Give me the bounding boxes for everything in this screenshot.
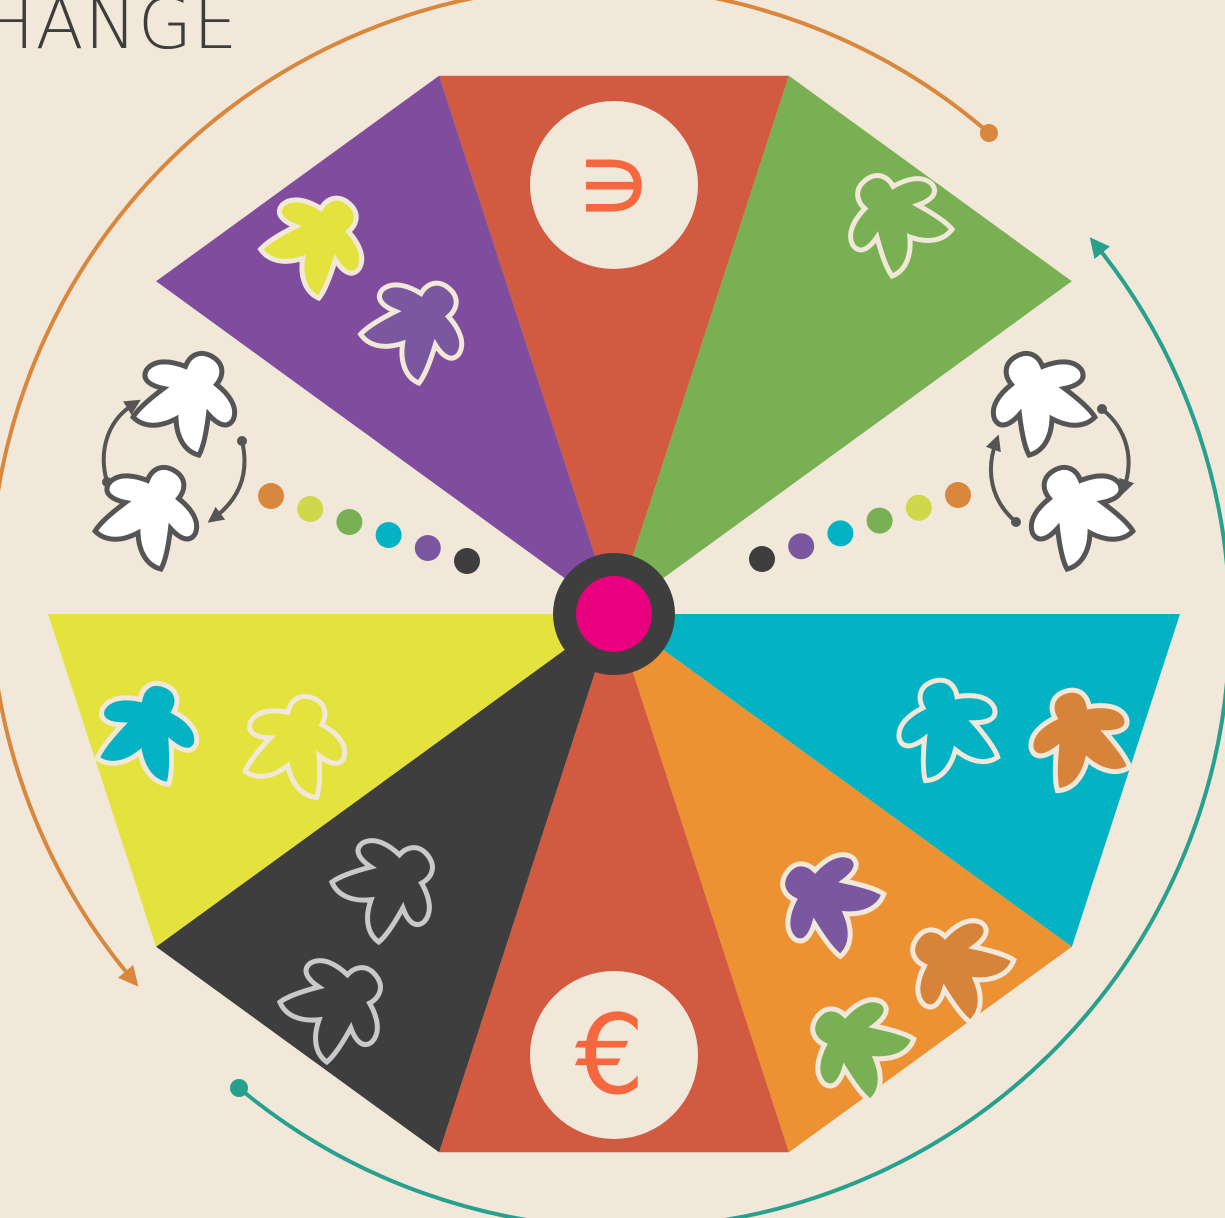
color-dot (866, 507, 893, 534)
exchange-arrow-start-dot (1011, 517, 1021, 527)
currency-badge-bottom (530, 971, 698, 1139)
color-dot (945, 482, 971, 508)
exchange-right (749, 331, 1144, 576)
exchange-arrow-start-dot (237, 436, 247, 446)
color-dot (336, 509, 363, 535)
currency-top: ∍ (530, 101, 698, 269)
color-dots-right (749, 482, 971, 572)
segment-yellow (48, 614, 614, 947)
color-dot (788, 533, 815, 560)
euro-icon: € (575, 991, 645, 1119)
color-dot (414, 535, 441, 561)
segment-top-currency (439, 75, 789, 614)
exchange-arrow-start-dot (1097, 404, 1107, 414)
color-dot (827, 520, 854, 547)
exchange-arrows-icon (1100, 407, 1135, 496)
teal-arrow-start-dot (230, 1079, 248, 1097)
color-dot (297, 496, 324, 522)
orange-arrow-start-dot (980, 124, 998, 142)
orange-cycle-arrow (0, 0, 991, 987)
segment-cyan (614, 614, 1180, 947)
exchange-arrows-icon (985, 434, 1018, 524)
wheel-hub (576, 576, 652, 652)
color-dot (905, 494, 932, 521)
page-title: HANGE (0, 0, 239, 65)
exchange-arrows-icon (207, 440, 247, 523)
currency-icon: ∍ (575, 118, 654, 246)
color-dot (454, 548, 480, 574)
segment-bottom-currency (439, 614, 789, 1153)
color-dot (749, 546, 775, 572)
exchange-arrow-start-dot (102, 477, 112, 487)
currency-bottom: € (530, 971, 698, 1139)
exchange-arrows-icon (101, 399, 141, 483)
teal-cycle-arrow (237, 237, 1225, 1218)
color-dot (258, 483, 284, 509)
color-dot (375, 522, 402, 548)
currency-badge-top (530, 101, 698, 269)
exchange-left (84, 331, 480, 576)
color-dots-left (258, 483, 480, 574)
segment-green (614, 75, 1072, 614)
